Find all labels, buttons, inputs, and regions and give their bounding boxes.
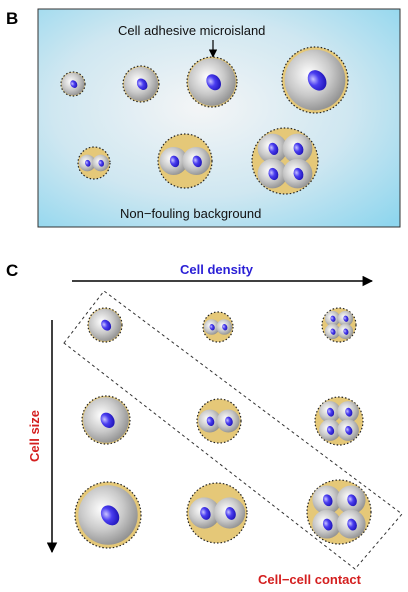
microisland	[314, 396, 364, 446]
cell-nucleus	[192, 155, 202, 168]
microisland	[186, 56, 238, 108]
microisland	[306, 479, 372, 545]
microisland	[157, 133, 213, 189]
cell-nucleus	[85, 159, 91, 167]
cell	[198, 409, 222, 433]
cell-nucleus	[268, 167, 279, 181]
cell-nucleus	[225, 416, 233, 427]
cell-nucleus	[326, 407, 335, 417]
cell	[319, 401, 341, 423]
island-boundary	[251, 127, 319, 195]
size-axis-label: Cell size	[27, 410, 42, 462]
cell	[257, 158, 288, 189]
microisland	[281, 46, 349, 114]
cell-nucleus	[293, 142, 304, 155]
cell	[284, 49, 346, 111]
cell-nucleus	[343, 328, 349, 335]
cell	[216, 409, 240, 433]
microisland	[87, 307, 123, 343]
cell	[123, 66, 159, 102]
cell	[188, 58, 236, 106]
cell	[61, 72, 85, 96]
cell	[83, 397, 129, 443]
island-boundary	[306, 479, 372, 545]
cell-nucleus	[100, 412, 115, 428]
cell-nucleus	[330, 328, 336, 335]
microisland	[186, 482, 248, 544]
cell-nucleus	[136, 78, 148, 90]
microisland	[196, 398, 242, 444]
cell	[337, 401, 359, 423]
panel-b-letter: B	[6, 9, 18, 28]
cell	[188, 497, 220, 529]
island-boundary	[321, 307, 357, 343]
cell-nucleus	[330, 315, 336, 322]
microisland	[321, 307, 357, 343]
cell	[337, 419, 359, 441]
cell	[182, 146, 211, 176]
cell	[78, 485, 138, 545]
microisland	[74, 481, 142, 549]
cell-nucleus	[70, 80, 78, 88]
cell-nucleus	[345, 426, 353, 435]
microisland	[77, 146, 111, 180]
cell-nucleus	[347, 518, 357, 531]
cell-nucleus	[100, 505, 120, 526]
cell-nucleus	[322, 494, 333, 507]
cell	[216, 319, 233, 335]
cell	[214, 497, 246, 529]
panel-c-letter: C	[6, 261, 18, 280]
panel-b-background	[37, 8, 401, 228]
cell-nucleus	[101, 319, 112, 331]
cell	[312, 509, 342, 539]
microisland	[251, 127, 319, 195]
cell	[336, 509, 366, 539]
contact-label: Cell−cell contact	[258, 572, 362, 587]
panel-c-islands	[74, 307, 372, 549]
cell	[282, 133, 313, 164]
density-axis-label: Cell density	[180, 262, 254, 277]
cell-nucleus	[307, 70, 327, 91]
microisland	[202, 311, 234, 343]
microisland	[60, 71, 86, 97]
cell	[92, 154, 110, 172]
cell	[324, 323, 341, 340]
cell	[319, 419, 341, 441]
cell-nucleus	[343, 315, 349, 322]
cell	[336, 485, 366, 515]
cell-nucleus	[206, 416, 215, 427]
cell-nucleus	[200, 507, 211, 520]
cell-nucleus	[169, 155, 180, 168]
cell	[312, 485, 342, 515]
cell	[159, 146, 188, 176]
background-label: Non−fouling background	[120, 206, 261, 221]
cell-nucleus	[206, 74, 221, 91]
cell	[337, 323, 354, 340]
cell-contact-region	[63, 290, 403, 570]
cell	[282, 158, 313, 189]
cell-nucleus	[225, 507, 236, 520]
cell	[257, 133, 288, 164]
cell	[78, 154, 96, 172]
cell	[203, 319, 220, 335]
microisland	[81, 395, 131, 445]
cell-nucleus	[347, 494, 357, 507]
cell-nucleus	[345, 407, 353, 417]
cell	[324, 310, 341, 327]
microisland-label: Cell adhesive microisland	[118, 23, 265, 38]
cell-nucleus	[322, 518, 333, 531]
cell-nucleus	[209, 324, 215, 331]
cell	[337, 310, 354, 327]
cell	[88, 308, 122, 342]
cell-nucleus	[293, 167, 304, 181]
cell-nucleus	[268, 142, 279, 155]
microisland	[122, 65, 160, 103]
panel-b-islands	[60, 46, 349, 195]
cell-nucleus	[326, 426, 335, 435]
cell-nucleus	[98, 159, 105, 167]
cell-nucleus	[222, 324, 228, 331]
island-boundary	[314, 396, 364, 446]
